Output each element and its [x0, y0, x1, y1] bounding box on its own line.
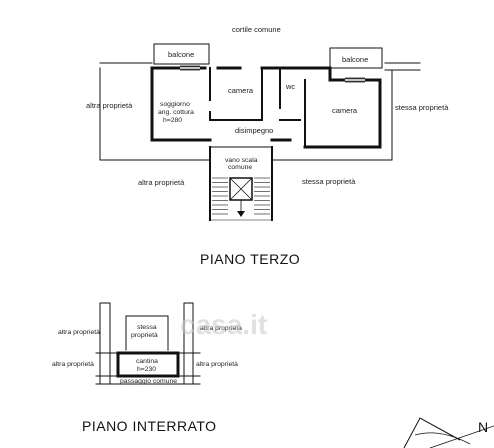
label-interrato-altra-3: altra proprietà [52, 361, 94, 368]
north-arrow-icon: N [403, 417, 494, 448]
label-interrato-altra-2: altra proprietà [200, 325, 242, 332]
label-interrato-altra-4: altra proprietà [196, 361, 238, 368]
label-balcone-right: balcone [342, 55, 368, 64]
label-altra-proprieta-2: altra proprietà [138, 178, 185, 187]
label-altra-proprieta-1: altra proprietà [86, 101, 133, 110]
watermark: casa.it [180, 309, 267, 340]
label-disimpegno: disimpegno [235, 126, 273, 135]
title-piano-terzo: PIANO TERZO [200, 251, 300, 267]
label-cantina: cantina [136, 358, 158, 365]
label-altezza-interrato: h=230 [137, 366, 156, 373]
vano-scala [209, 146, 273, 221]
balcone-right [329, 47, 383, 69]
label-vano-scala: vano scala [225, 157, 258, 164]
label-stessa: stessa [137, 324, 157, 331]
label-wc: wc [285, 82, 295, 91]
label-soggiorno: soggiorno [160, 101, 190, 108]
balcone-left [153, 43, 210, 65]
label-balcone-left: balcone [168, 50, 194, 59]
north-label: N [478, 419, 489, 435]
label-vano-scala-comune: comune [228, 164, 252, 171]
label-ang-cottura: ang. cottura [158, 109, 194, 116]
title-piano-interrato: PIANO INTERRATO [82, 418, 217, 434]
label-stessa-proprieta-interrato: proprietà [131, 332, 158, 339]
piano-interrato-plan: altra proprietà altra proprietà altra pr… [52, 302, 242, 434]
label-altezza-terzo: h=280 [163, 117, 182, 124]
piano-terzo-plan: cortile comune balcone balcone camera wc… [86, 25, 449, 267]
label-passaggio-comune: passaggio comune [120, 378, 177, 385]
label-stessa-proprieta-1: stessa proprietà [395, 103, 449, 112]
label-stessa-proprieta-2: stessa proprietà [302, 177, 356, 186]
label-camera-1: camera [228, 86, 254, 95]
label-cortile-comune: cortile comune [232, 25, 281, 34]
label-interrato-altra-1: altra proprietà [58, 329, 100, 336]
label-camera-2: camera [332, 106, 358, 115]
